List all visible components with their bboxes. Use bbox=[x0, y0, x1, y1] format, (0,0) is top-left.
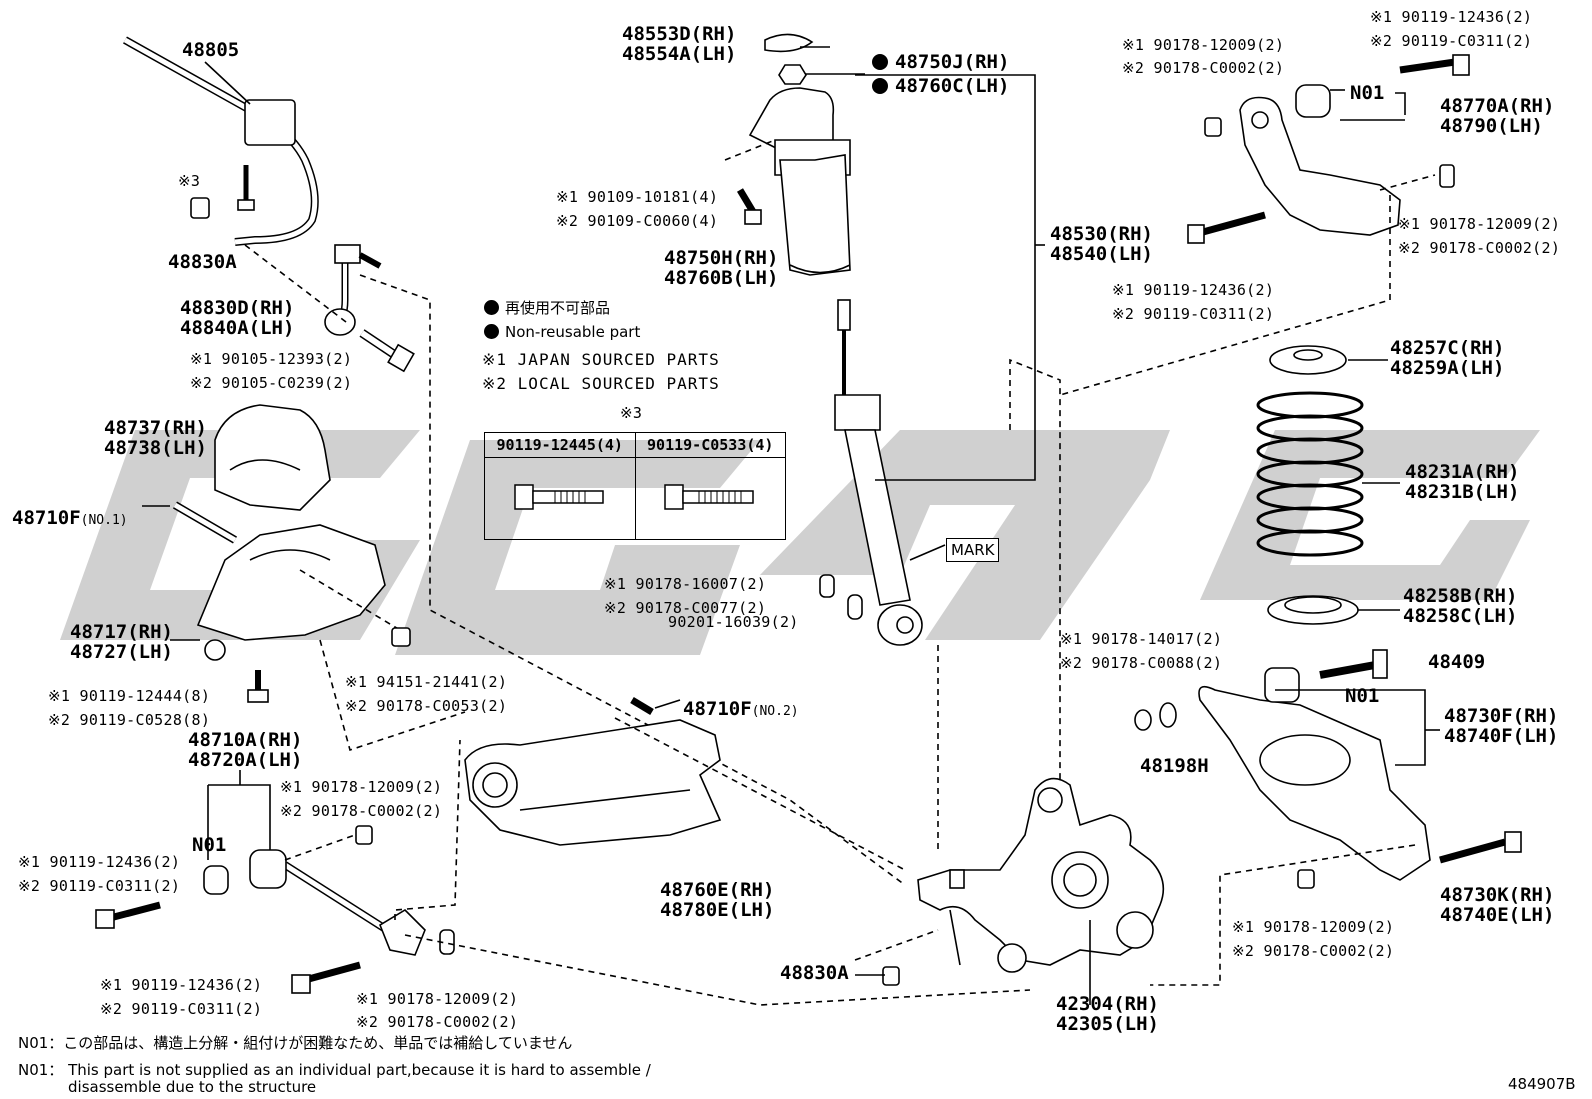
label-48790[interactable]: 48790(LH) bbox=[1440, 115, 1543, 137]
label-48258B[interactable]: 48258B(RH) bbox=[1403, 585, 1518, 607]
bolt-icon bbox=[664, 483, 754, 510]
label-90178-14017[interactable]: ※1 90178-14017(2) bbox=[1060, 630, 1223, 648]
label-90119-12444[interactable]: ※1 90119-12444(8) bbox=[48, 687, 211, 705]
label-48737[interactable]: 48737(RH) bbox=[104, 417, 207, 439]
nonreusable-dot-icon bbox=[484, 324, 499, 339]
label-48730K[interactable]: 48730K(RH) bbox=[1440, 884, 1555, 906]
label-48760B[interactable]: 48760B(LH) bbox=[664, 267, 779, 289]
label-90119-12436-left[interactable]: ※1 90119-12436(2) bbox=[18, 853, 181, 871]
label-48760C[interactable]: 48760C(LH) bbox=[895, 75, 1010, 97]
label-90178-C0053[interactable]: ※2 90178-C0053(2) bbox=[345, 697, 508, 715]
label-48717[interactable]: 48717(RH) bbox=[70, 621, 173, 643]
label-90178-C0002-left[interactable]: ※2 90178-C0002(2) bbox=[280, 802, 443, 820]
label-48750H[interactable]: 48750H(RH) bbox=[664, 247, 779, 269]
bolt-drawing-2 bbox=[634, 457, 786, 540]
legend-japan-sourced: ※1 JAPAN SOURCED PARTS bbox=[482, 350, 720, 369]
mark-label: MARK bbox=[946, 538, 1000, 562]
label-90119-12436-bottom[interactable]: ※1 90119-12436(2) bbox=[100, 976, 263, 994]
label-48770A[interactable]: 48770A(RH) bbox=[1440, 95, 1555, 117]
label-90119-C0528[interactable]: ※2 90119-C0528(8) bbox=[48, 711, 211, 729]
label-48530[interactable]: 48530(RH) bbox=[1050, 223, 1153, 245]
bolt-drawing-1 bbox=[484, 457, 636, 540]
label-48750J[interactable]: 48750J(RH) bbox=[895, 51, 1010, 73]
label-48730F[interactable]: 48730F(RH) bbox=[1444, 705, 1559, 727]
bolt-table-col1[interactable]: 90119-12445(4) bbox=[484, 432, 636, 458]
label-90178-12009-bottom[interactable]: ※1 90178-12009(2) bbox=[356, 990, 519, 1008]
label-48738[interactable]: 48738(LH) bbox=[104, 437, 207, 459]
label-48720A[interactable]: 48720A(LH) bbox=[188, 749, 303, 771]
label-90178-C0002-bottom-right[interactable]: ※2 90178-C0002(2) bbox=[1232, 942, 1395, 960]
label-n01-left[interactable]: N01 bbox=[192, 834, 227, 856]
note-n01-en-line2: disassemble due to the structure bbox=[68, 1078, 317, 1096]
label-n01-right[interactable]: N01 bbox=[1345, 685, 1380, 707]
label-90178-C0077[interactable]: ※2 90178-C0077(2) bbox=[604, 599, 767, 617]
label-48554A[interactable]: 48554A(LH) bbox=[622, 43, 737, 65]
label-48710F-no1[interactable]: 48710F(NO.1) bbox=[12, 507, 128, 529]
label-48553D[interactable]: 48553D(RH) bbox=[622, 23, 737, 45]
note-n01-jp: N01：この部品は、構造上分解・組付けが困難なため、単品では補給していません bbox=[18, 1034, 573, 1052]
bolt-icon bbox=[514, 483, 604, 510]
label-48760E[interactable]: 48760E(RH) bbox=[660, 879, 775, 901]
label-90109-10181[interactable]: ※1 90109-10181(4) bbox=[556, 188, 719, 206]
label-48830A-bottom[interactable]: 48830A bbox=[780, 962, 849, 984]
label-48198H[interactable]: 48198H bbox=[1140, 755, 1209, 777]
label-48258C[interactable]: 48258C(LH) bbox=[1403, 605, 1518, 627]
label-48231A[interactable]: 48231A(RH) bbox=[1405, 461, 1520, 483]
label-90119-C0311-bottom[interactable]: ※2 90119-C0311(2) bbox=[100, 1000, 263, 1018]
legend-nonreusable-jp: 再使用不可部品 bbox=[484, 298, 610, 318]
label-90119-12436-top-right[interactable]: ※1 90119-12436(2) bbox=[1370, 8, 1533, 26]
label-90119-12436-middle[interactable]: ※1 90119-12436(2) bbox=[1112, 281, 1275, 299]
label-42304[interactable]: 42304(RH) bbox=[1056, 993, 1159, 1015]
label-48409[interactable]: 48409 bbox=[1428, 651, 1486, 673]
label-90178-C0002-bottom[interactable]: ※2 90178-C0002(2) bbox=[356, 1013, 519, 1031]
bolt-table-col2[interactable]: 90119-C0533(4) bbox=[634, 432, 786, 458]
label-90119-C0311-left[interactable]: ※2 90119-C0311(2) bbox=[18, 877, 181, 895]
note-n01-en-line1: N01： This part is not supplied as an ind… bbox=[18, 1061, 651, 1079]
label-90178-16007[interactable]: ※1 90178-16007(2) bbox=[604, 575, 767, 593]
legend-local-sourced: ※2 LOCAL SOURCED PARTS bbox=[482, 374, 720, 393]
label-48805[interactable]: 48805 bbox=[182, 39, 240, 61]
label-48830A-top[interactable]: 48830A bbox=[168, 251, 237, 273]
label-48727[interactable]: 48727(LH) bbox=[70, 641, 173, 663]
label-90109-C0060[interactable]: ※2 90109-C0060(4) bbox=[556, 212, 719, 230]
label-x3: ※3 bbox=[178, 172, 201, 190]
label-90119-C0311-top-right[interactable]: ※2 90119-C0311(2) bbox=[1370, 32, 1533, 50]
label-94151-21441[interactable]: ※1 94151-21441(2) bbox=[345, 673, 508, 691]
legend-nonreusable-en: Non-reusable part bbox=[484, 322, 640, 342]
label-n01-top[interactable]: N01 bbox=[1350, 82, 1385, 104]
label-90105-C0239[interactable]: ※2 90105-C0239(2) bbox=[190, 374, 353, 392]
diagram-id: 484907B bbox=[1508, 1075, 1576, 1093]
nonreusable-dot-icon bbox=[484, 300, 499, 315]
label-48710A[interactable]: 48710A(RH) bbox=[188, 729, 303, 751]
label-48740E[interactable]: 48740E(LH) bbox=[1440, 904, 1555, 926]
label-48257C[interactable]: 48257C(RH) bbox=[1390, 337, 1505, 359]
label-48840A[interactable]: 48840A(LH) bbox=[180, 317, 295, 339]
label-48259A[interactable]: 48259A(LH) bbox=[1390, 357, 1505, 379]
label-90178-12009-left[interactable]: ※1 90178-12009(2) bbox=[280, 778, 443, 796]
label-48710F-no2[interactable]: 48710F(NO.2) bbox=[683, 698, 799, 720]
label-48830D[interactable]: 48830D(RH) bbox=[180, 297, 295, 319]
label-90119-C0311-middle[interactable]: ※2 90119-C0311(2) bbox=[1112, 305, 1275, 323]
label-90201-16039[interactable]: 90201-16039(2) bbox=[668, 613, 799, 631]
label-90178-12009-bottom-right[interactable]: ※1 90178-12009(2) bbox=[1232, 918, 1395, 936]
label-90178-12009-top-right[interactable]: ※1 90178-12009(2) bbox=[1122, 36, 1285, 54]
label-48740F[interactable]: 48740F(LH) bbox=[1444, 725, 1559, 747]
label-90105-12393[interactable]: ※1 90105-12393(2) bbox=[190, 350, 353, 368]
label-48231B[interactable]: 48231B(LH) bbox=[1405, 481, 1520, 503]
label-48540[interactable]: 48540(LH) bbox=[1050, 243, 1153, 265]
label-90178-C0088[interactable]: ※2 90178-C0088(2) bbox=[1060, 654, 1223, 672]
label-42305[interactable]: 42305(LH) bbox=[1056, 1013, 1159, 1035]
label-90178-C0002-top-right[interactable]: ※2 90178-C0002(2) bbox=[1122, 59, 1285, 77]
label-90178-C0002-right[interactable]: ※2 90178-C0002(2) bbox=[1398, 239, 1561, 257]
bolt-table-title: ※3 bbox=[620, 404, 643, 422]
label-48780E[interactable]: 48780E(LH) bbox=[660, 899, 775, 921]
bolt-table: 90119-12445(4) 90119-C0533(4) bbox=[484, 432, 786, 540]
label-90178-12009-right[interactable]: ※1 90178-12009(2) bbox=[1398, 215, 1561, 233]
